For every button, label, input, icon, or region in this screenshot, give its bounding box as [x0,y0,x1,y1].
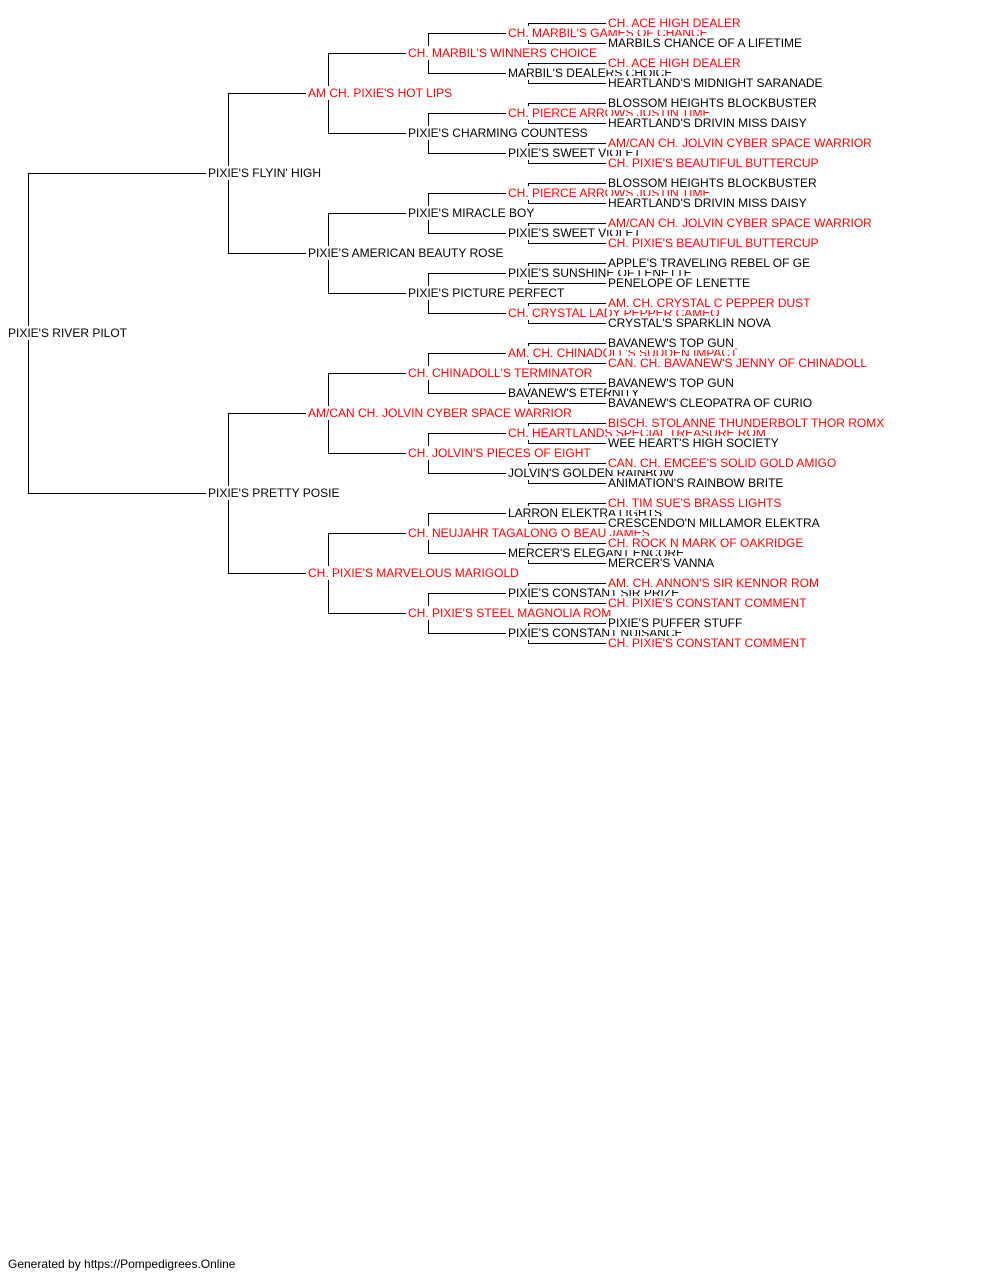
ancestor-name: CH. JOLVIN'S PIECES OF EIGHT [407,446,592,460]
footer-credit: Generated by https://Pompedigrees.Online [8,1257,236,1271]
ancestor-name: ANIMATION'S RAINBOW BRITE [607,476,785,490]
ancestor-name: BAVANEW'S ETERNITY [507,386,641,400]
ancestor-name: CH. PIXIE'S CONSTANT COMMENT [607,636,808,650]
ancestor-name: CH. PIXIE'S MARVELOUS MARIGOLD [307,566,520,580]
ancestor-name: CAN. CH. BAVANEW'S JENNY OF CHINADOLL [607,356,869,370]
ancestor-name: CH. TIM SUE'S BRASS LIGHTS [607,496,783,510]
ancestor-name: CH. PIXIE'S STEEL MAGNOLIA ROM [407,606,613,620]
ancestor-name: AM/CAN CH. JOLVIN CYBER SPACE WARRIOR [607,136,873,150]
ancestor-name: BISCH. STOLANNE THUNDERBOLT THOR ROMX [607,416,886,430]
ancestor-name: CH. ACE HIGH DEALER [607,56,742,70]
ancestor-name: PIXIE'S PUFFER STUFF [607,616,744,630]
ancestor-name: CRESCENDO'N MILLAMOR ELEKTRA [607,516,821,530]
ancestor-name: AM/CAN CH. JOLVIN CYBER SPACE WARRIOR [307,406,573,420]
ancestor-name: BLOSSOM HEIGHTS BLOCKBUSTER [607,176,818,190]
ancestor-name: CH. MARBIL'S WINNERS CHOICE [407,46,598,60]
ancestor-name: PENELOPE OF LENETTE [607,276,752,290]
ancestor-name: CH. PIXIE'S CONSTANT COMMENT [607,596,808,610]
ancestor-name: WEE HEART'S HIGH SOCIETY [607,436,780,450]
ancestor-name: AM. CH. ANNON'S SIR KENNOR ROM [607,576,820,590]
ancestor-name: BAVANEW'S TOP GUN [607,376,735,390]
ancestor-name: BAVANEW'S TOP GUN [607,336,735,350]
ancestor-name: PIXIE'S CHARMING COUNTESS [407,126,589,140]
ancestor-name: HEARTLAND'S DRIVIN MISS DAISY [607,196,808,210]
ancestor-name: MARBILS CHANCE OF A LIFETIME [607,36,804,50]
ancestor-name: CH. PIXIE'S BEAUTIFUL BUTTERCUP [607,236,820,250]
ancestor-name: HEARTLAND'S MIDNIGHT SARANADE [607,76,824,90]
ancestor-name: CAN. CH. EMCEE'S SOLID GOLD AMIGO [607,456,838,470]
ancestor-name: BAVANEW'S CLEOPATRA OF CURIO [607,396,814,410]
ancestor-name: PIXIE'S MIRACLE BOY [407,206,536,220]
ancestor-name: CH. PIXIE'S BEAUTIFUL BUTTERCUP [607,156,820,170]
ancestor-name: MERCER'S VANNA [607,556,716,570]
ancestor-name: AM/CAN CH. JOLVIN CYBER SPACE WARRIOR [607,216,873,230]
ancestor-name: PIXIE'S PICTURE PERFECT [407,286,566,300]
ancestor-name: BLOSSOM HEIGHTS BLOCKBUSTER [607,96,818,110]
ancestor-name: AM. CH. CRYSTAL C PEPPER DUST [607,296,812,310]
ancestor-name: CH. ACE HIGH DEALER [607,16,742,30]
ancestor-name: CH. NEUJAHR TAGALONG O BEAU JAMES [407,526,651,540]
ancestor-name: AM CH. PIXIE'S HOT LIPS [307,86,454,100]
ancestor-name: PIXIE'S FLYIN' HIGH [207,166,323,180]
subject-name: PIXIE'S RIVER PILOT [7,326,128,340]
ancestor-name: PIXIE'S PRETTY POSIE [207,486,341,500]
ancestor-name: APPLE'S TRAVELING REBEL OF GE [607,256,812,270]
ancestor-name: CRYSTAL'S SPARKLIN NOVA [607,316,772,330]
ancestor-name: PIXIE'S AMERICAN BEAUTY ROSE [307,246,505,260]
ancestor-name: CH. CHINADOLL'S TERMINATOR [407,366,594,380]
ancestor-name: HEARTLAND'S DRIVIN MISS DAISY [607,116,808,130]
ancestor-name: CH. ROCK N MARK OF OAKRIDGE [607,536,805,550]
